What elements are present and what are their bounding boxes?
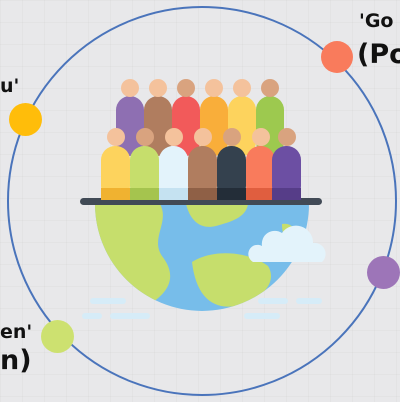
label-left-bottom-line2: n) (0, 345, 32, 376)
label-top-right-line2: (Po (357, 39, 400, 70)
orbit-dot-left (9, 103, 42, 136)
label-left-top: u' (0, 75, 20, 97)
label-top-right-line1: 'Go (359, 10, 394, 32)
label-left-bottom-line1: en' (0, 321, 33, 343)
people-front-row (101, 128, 301, 200)
orbit-dot-bottom-left (41, 320, 74, 353)
orbit-dot-top-right (321, 41, 353, 73)
orbit-dot-right (367, 256, 400, 289)
orbit-ring (7, 6, 397, 396)
motion-lines (82, 298, 322, 319)
cloud-icon (248, 225, 326, 262)
